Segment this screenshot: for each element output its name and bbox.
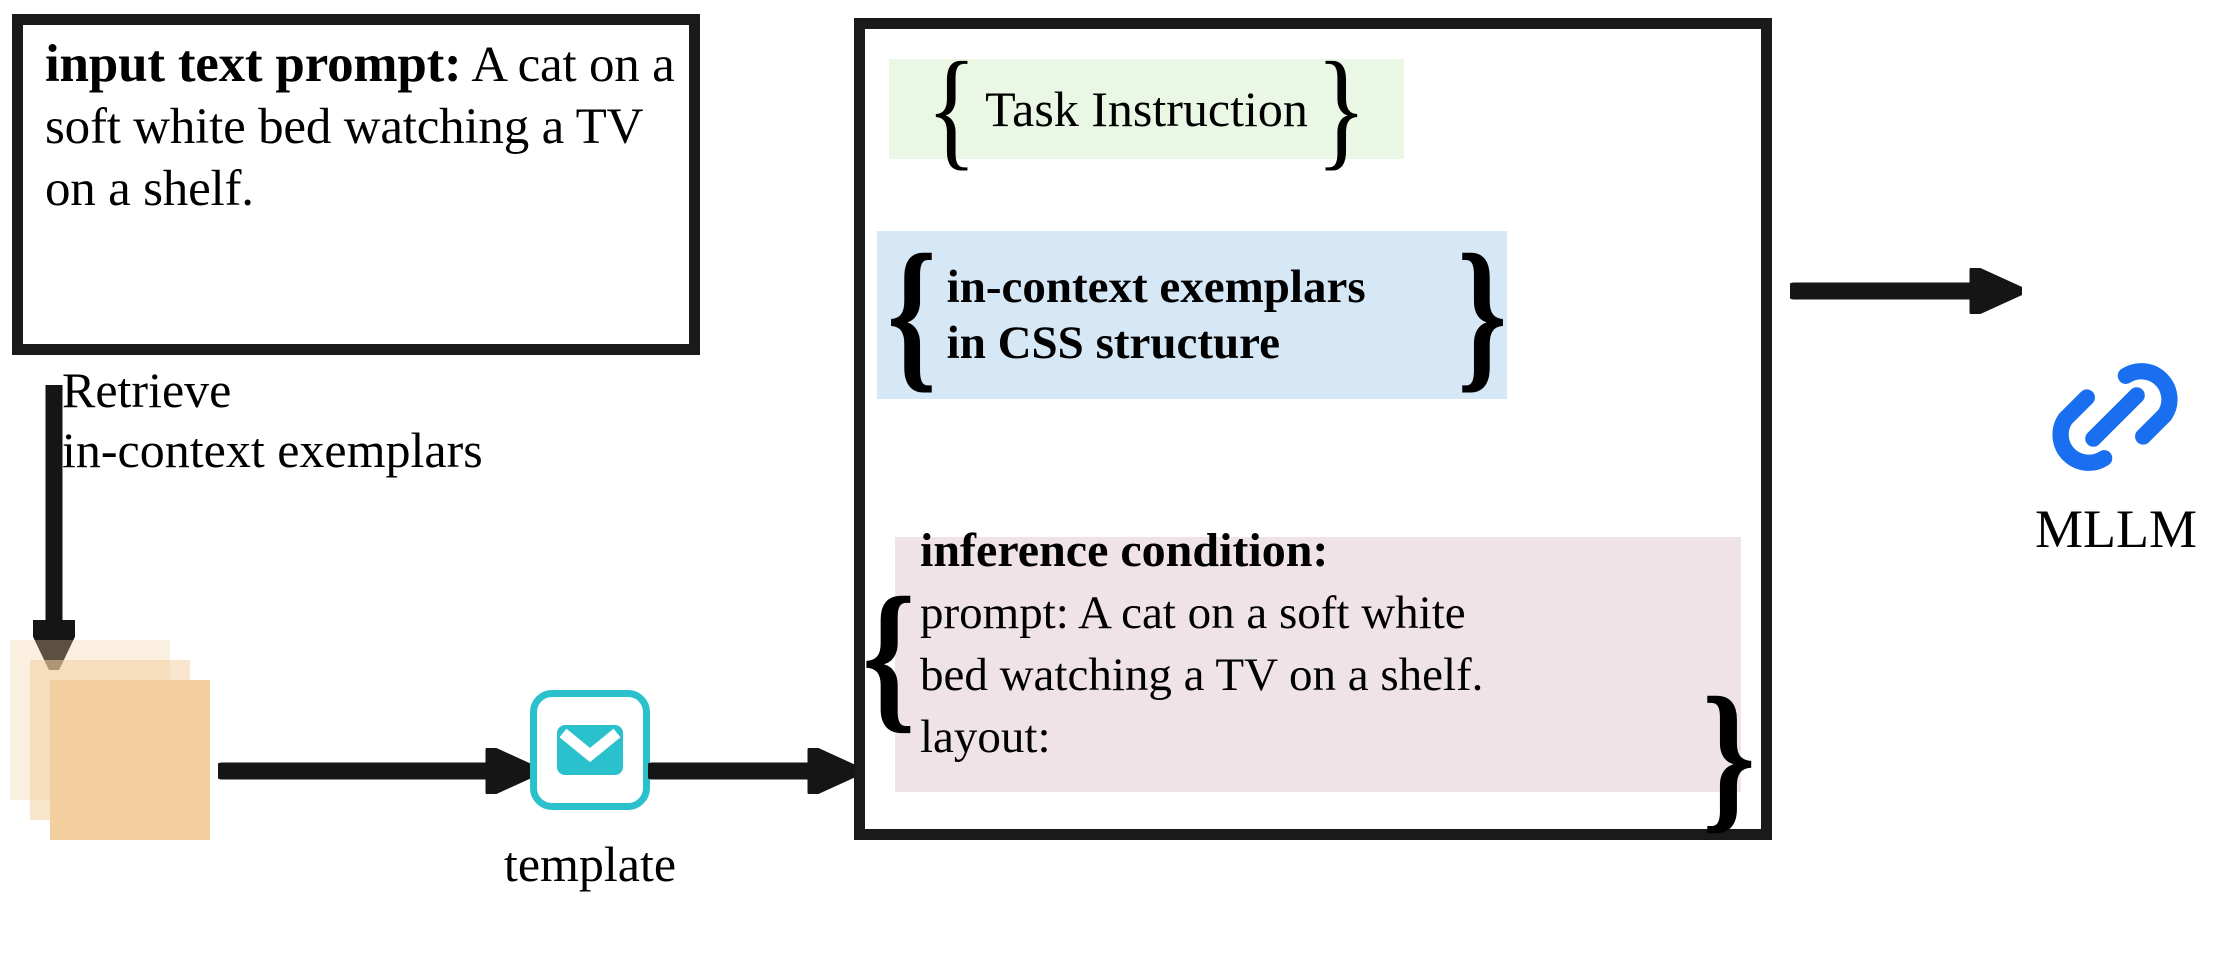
- exemplar-image-front: [50, 680, 210, 840]
- input-prompt-value: A cat on a soft white bed watching a TV …: [45, 37, 675, 217]
- inference-heading: inference condition:: [920, 524, 1329, 577]
- brace-open-icon: {: [887, 221, 937, 408]
- inference-prompt-line-2: bed watching a TV on a shelf.: [920, 649, 1484, 701]
- input-prompt-box: input text prompt: A cat on a soft white…: [12, 14, 700, 355]
- exemplars-block: { in-context exemplars in CSS structure …: [877, 221, 1507, 408]
- task-instruction-block: { Task Instruction }: [889, 42, 1404, 175]
- right-arrow-icon-template-to-panel: [648, 748, 860, 794]
- exemplars-label: in-context exemplars in CSS structure: [946, 261, 1366, 369]
- retrieved-exemplar-images: [10, 640, 230, 850]
- envelope-icon: [557, 725, 623, 775]
- brace-close-icon: }: [1702, 664, 1756, 848]
- down-arrow-icon: [33, 385, 75, 670]
- brace-open-icon: {: [862, 564, 916, 748]
- inference-prompt-line-1: prompt: A cat on a soft white: [920, 587, 1466, 639]
- task-instruction-row: { Task Instruction }: [889, 42, 1404, 175]
- brace-close-icon: }: [1315, 35, 1367, 182]
- inference-block: [895, 537, 1741, 792]
- mllm-label: MLLM: [2035, 499, 2197, 559]
- prompt-panel: { Task Instruction } { in-context exempl…: [854, 18, 1772, 840]
- retrieve-label: Retrieve in-context exemplars: [62, 362, 483, 478]
- input-prompt-text: input text prompt: A cat on a soft white…: [45, 33, 681, 220]
- inference-text: inference condition: prompt: A cat on a …: [920, 520, 1710, 768]
- inference-layout-line: layout:: [920, 711, 1051, 763]
- template-label: template: [503, 836, 677, 892]
- task-instruction-label: Task Instruction: [985, 81, 1308, 137]
- brace-close-icon: }: [1457, 221, 1507, 408]
- template-icon-button[interactable]: [530, 690, 650, 810]
- right-arrow-icon-panel-to-mllm: [1790, 268, 2022, 314]
- chain-link-icon: [2052, 363, 2178, 471]
- exemplars-row: { in-context exemplars in CSS structure …: [887, 221, 1507, 408]
- brace-open-icon: {: [926, 35, 978, 182]
- input-prompt-label: input text prompt:: [45, 35, 462, 93]
- right-arrow-icon-images-to-template: [218, 748, 538, 794]
